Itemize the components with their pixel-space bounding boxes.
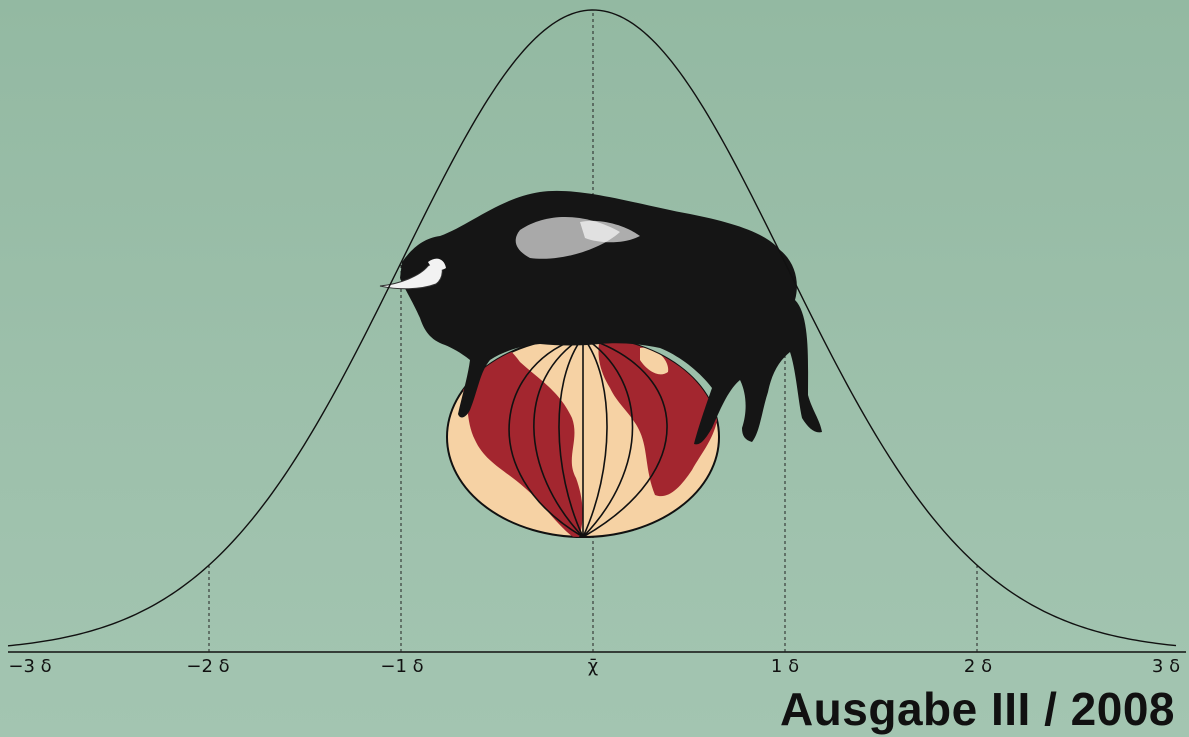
tick-label-mean: χ̄ [587, 656, 599, 677]
bull-icon [379, 190, 822, 445]
bull-on-globe-icon [379, 190, 822, 538]
tick-label-plus-2-sigma: 2 δ [963, 656, 993, 677]
issue-title: Ausgabe III / 2008 [779, 683, 1175, 735]
globe-icon [446, 336, 720, 538]
tick-label-minus-2-sigma: −2 δ [186, 656, 230, 677]
tick-label-minus-3-sigma: −3 δ [8, 656, 52, 677]
normal-distribution-curve [7, 9, 1177, 647]
tick-label-minus-1-sigma: −1 δ [380, 656, 424, 677]
tick-label-plus-3-sigma: 3 δ [1151, 656, 1181, 677]
tick-label-plus-1-sigma: 1 δ [770, 656, 800, 677]
